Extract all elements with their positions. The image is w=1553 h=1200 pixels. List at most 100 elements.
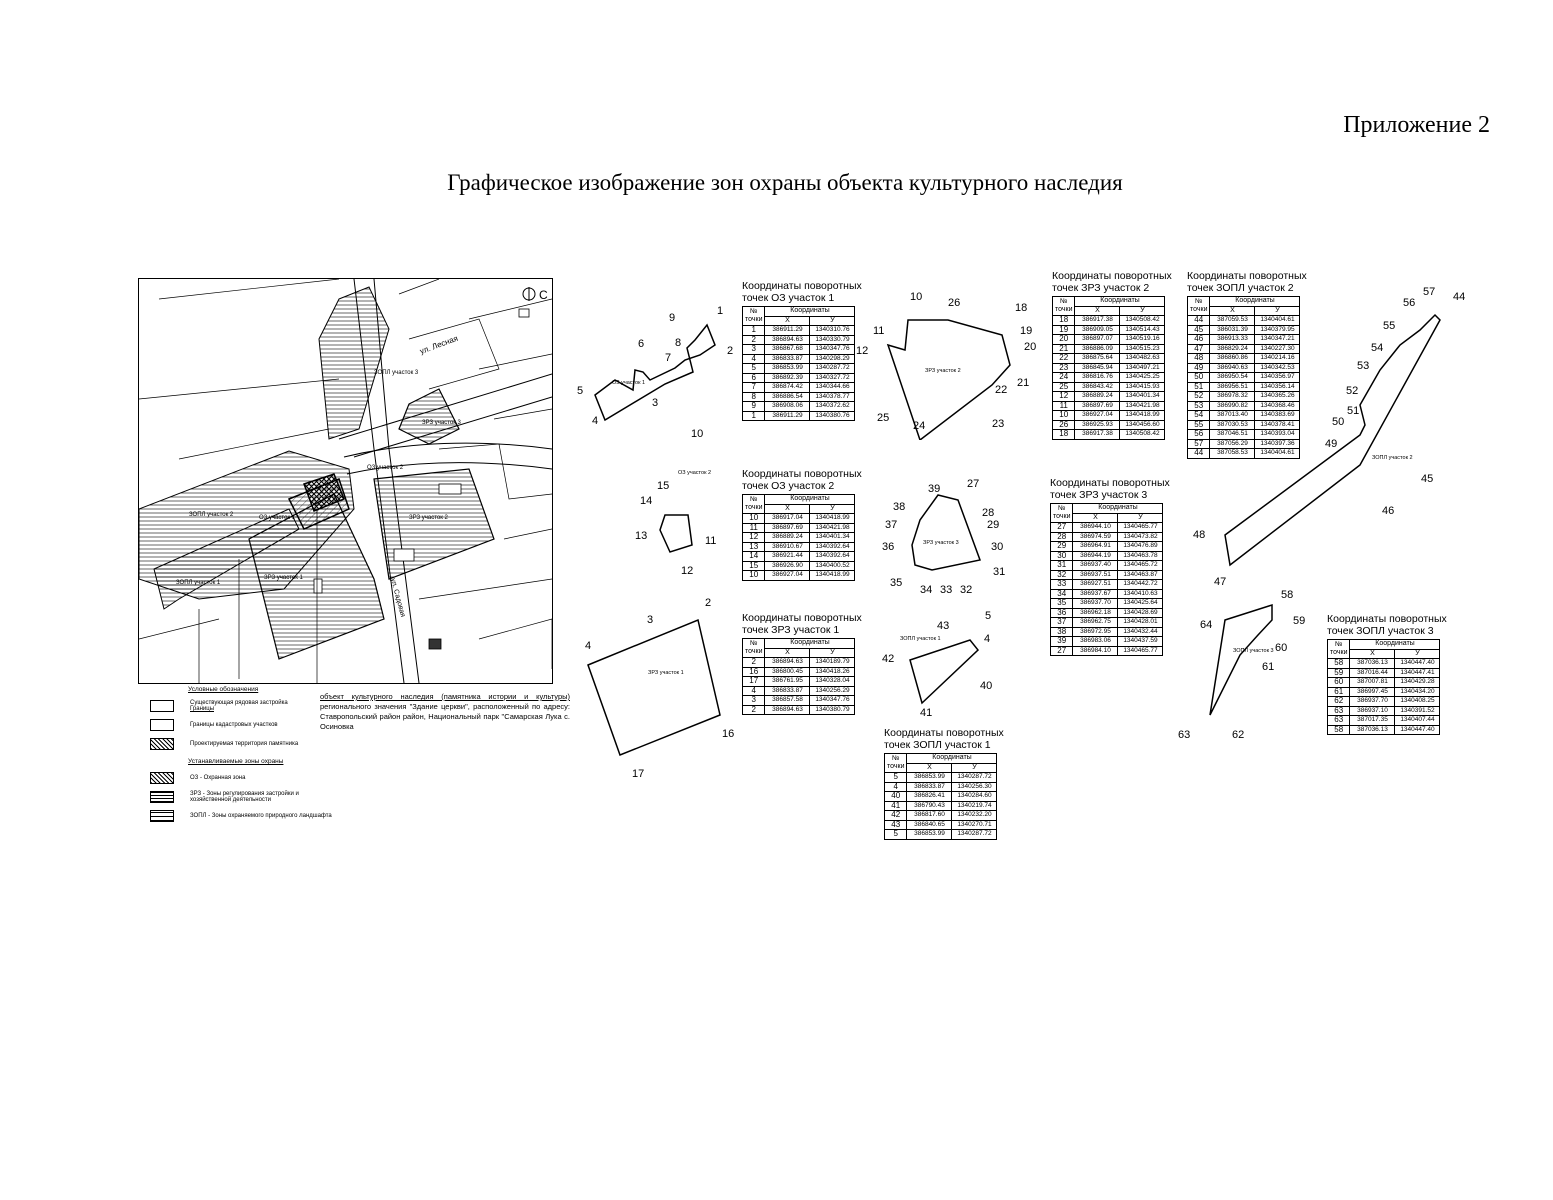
coord-y: 1340330.79 — [809, 334, 856, 345]
coord-y: 1340287.72 — [951, 772, 998, 783]
coord-x: 386874.42 — [764, 382, 811, 393]
scheme-point-zrz3: 30 — [991, 541, 1004, 553]
header-axis: X — [764, 647, 811, 658]
legend-item-zrz: ЗРЗ - Зоны регулирования застройки и хоз… — [150, 791, 570, 803]
point-number: 7 — [741, 382, 766, 393]
coord-x: 386937.67 — [1072, 588, 1119, 599]
scheme-point-oz1: 1 — [717, 305, 724, 317]
point-number: 58 — [1326, 658, 1351, 669]
legend-swatch-zopl — [150, 810, 174, 822]
coords-caption-line: точек ОЗ участок 2 — [742, 480, 835, 492]
coord-x: 386853.99 — [906, 772, 953, 783]
cadastral-map: С ул. Лесная ул. Садовая ЗОПЛ участок 3 … — [138, 278, 553, 684]
scheme-point-zrz2: 19 — [1020, 325, 1033, 337]
coord-x: 386926.90 — [764, 560, 811, 571]
scheme-point-zopl1: 42 — [882, 653, 895, 665]
coord-x: 386944.19 — [1072, 550, 1119, 561]
scheme-point-zrz3: 34 — [920, 584, 933, 596]
scheme-point-zopl2: 53 — [1357, 360, 1370, 372]
coord-y: 1340372.62 — [809, 401, 856, 412]
scheme-point-oz1: 8 — [675, 337, 682, 349]
coords-caption-line: Координаты поворотных — [742, 280, 862, 292]
point-number: 3 — [741, 695, 766, 706]
scheme-point-zrz2: 25 — [877, 412, 890, 424]
coord-y: 1340418.26 — [809, 666, 856, 677]
coord-y: 1340508.42 — [1119, 429, 1166, 440]
scheme-point-zopl3: 58 — [1281, 589, 1294, 601]
coord-x: 387016.44 — [1349, 667, 1396, 678]
point-number: 37 — [1049, 617, 1074, 628]
point-number: 12 — [1051, 391, 1076, 402]
point-number: 27 — [1049, 522, 1074, 533]
coord-x: 387007.81 — [1349, 677, 1396, 688]
coord-y: 1340434.20 — [1394, 686, 1441, 697]
point-number: 14 — [741, 551, 766, 562]
coord-x: 386917.38 — [1074, 315, 1121, 326]
object-note-line1: объект культурного наследия (памятника и… — [320, 692, 570, 701]
scheme-point-zopl2: 52 — [1346, 385, 1359, 397]
coord-x: 386897.69 — [1074, 400, 1121, 411]
coord-y: 1340515.23 — [1119, 343, 1166, 354]
coord-y: 1340456.60 — [1119, 419, 1166, 430]
coord-x: 386917.38 — [1074, 429, 1121, 440]
scheme-caption-oz2: ОЗ участок 2 — [678, 470, 712, 476]
coord-y: 1340410.63 — [1117, 588, 1164, 599]
legend-label: Существующая рядовая застройка — [190, 700, 288, 706]
scheme-point-zopl2: 44 — [1453, 291, 1466, 303]
coord-y: 1340437.59 — [1117, 636, 1164, 647]
legend: Условные обозначения Существующая рядова… — [150, 686, 570, 822]
scheme-point-zrz3: 33 — [940, 584, 953, 596]
coord-y: 1340380.79 — [809, 704, 856, 715]
coord-x: 386817.60 — [906, 810, 953, 821]
legend-swatch-cadastral — [150, 719, 174, 731]
coord-x: 386897.69 — [764, 522, 811, 533]
coord-y: 1340378.77 — [809, 391, 856, 402]
scheme-point-zrz1: 17 — [632, 768, 645, 780]
header-coords: Координаты — [764, 306, 856, 317]
scheme-point-oz2: 11 — [705, 535, 717, 547]
coord-x: 386944.10 — [1072, 522, 1119, 533]
coord-x: 386894.63 — [764, 704, 811, 715]
point-number: 18 — [1051, 429, 1076, 440]
coord-y: 1340287.72 — [809, 363, 856, 374]
coord-y: 1340473.82 — [1117, 531, 1164, 542]
scheme-caption-zopl3: ЗОПЛ участок 3 — [1233, 648, 1274, 654]
scheme-point-zrz2: 22 — [995, 384, 1008, 396]
scheme-point-zrz2: 12 — [856, 345, 869, 357]
point-number: 40 — [883, 791, 908, 802]
zone-label-zrz1: ЗРЗ участок 1 — [264, 575, 304, 581]
north-label: С — [539, 288, 548, 302]
point-number: 9 — [741, 401, 766, 412]
coord-y: 1340418.99 — [1119, 410, 1166, 421]
street-sadovaya-label: ул. Садовая — [389, 578, 406, 618]
object-note-line2: регионального значения "Здание церкви", … — [320, 702, 570, 731]
point-number: 39 — [1049, 636, 1074, 647]
scheme-point-oz1: 2 — [727, 345, 734, 357]
coord-x: 386833.87 — [764, 685, 811, 696]
header-coords: Координаты — [1074, 296, 1166, 307]
scheme-point-zopl2: 54 — [1371, 342, 1384, 354]
point-number: 31 — [1049, 560, 1074, 571]
point-number: 5 — [883, 829, 908, 840]
coord-x: 386997.45 — [1349, 686, 1396, 697]
